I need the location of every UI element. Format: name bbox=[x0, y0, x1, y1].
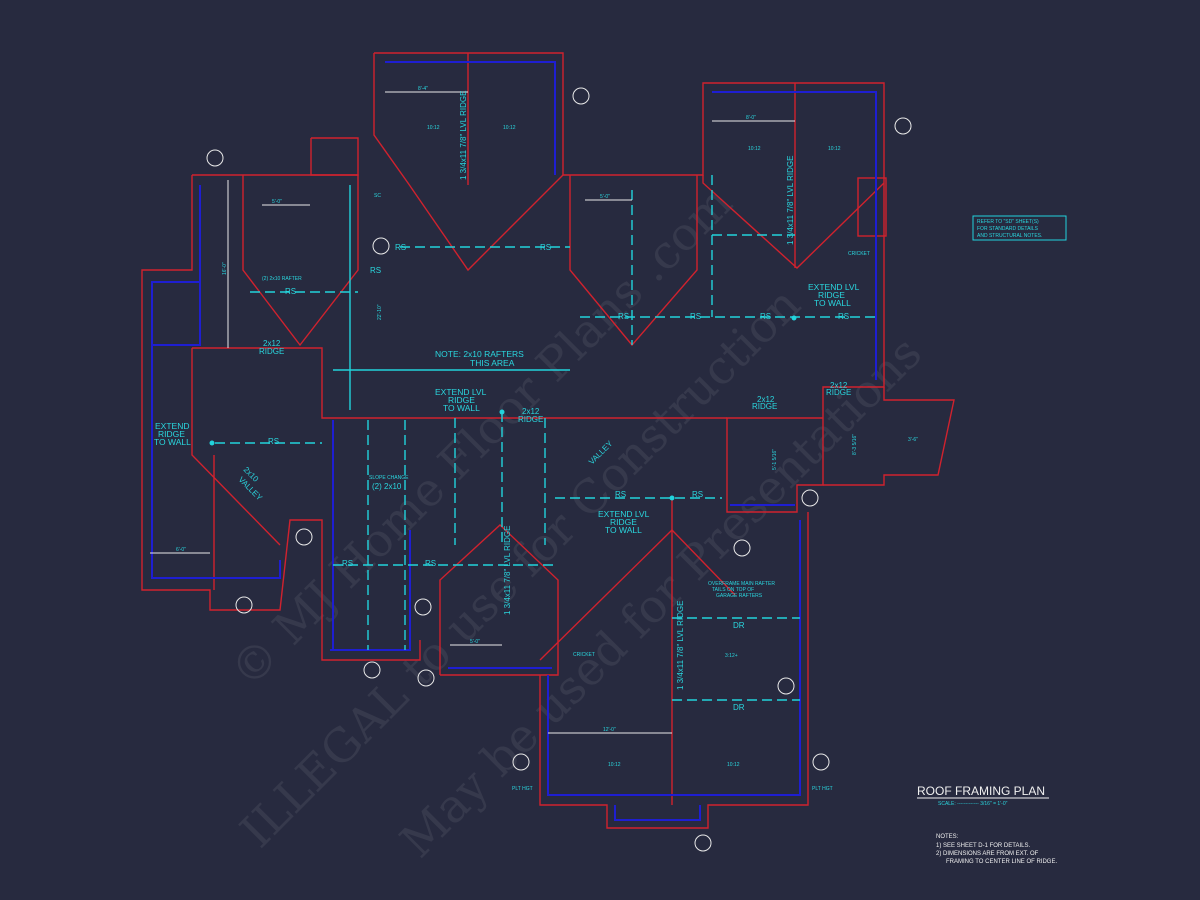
svg-text:RS: RS bbox=[540, 243, 551, 252]
svg-text:RS: RS bbox=[285, 287, 296, 296]
svg-text:CRICKET: CRICKET bbox=[848, 251, 870, 257]
svg-text:REFER TO "SD" SHEET(S): REFER TO "SD" SHEET(S) bbox=[977, 219, 1039, 225]
svg-text:2) DIMENSIONS ARE FROM EXT. OF: 2) DIMENSIONS ARE FROM EXT. OF bbox=[936, 851, 1039, 857]
svg-text:RS: RS bbox=[760, 312, 771, 321]
svg-text:10:12: 10:12 bbox=[828, 146, 841, 152]
svg-text:RS: RS bbox=[692, 490, 703, 499]
svg-text:8'-4": 8'-4" bbox=[418, 86, 428, 92]
svg-text:10:12: 10:12 bbox=[727, 762, 740, 768]
svg-text:RS: RS bbox=[395, 243, 406, 252]
svg-text:RIDGE: RIDGE bbox=[818, 290, 845, 300]
svg-text:22'-10": 22'-10" bbox=[377, 304, 383, 320]
svg-text:10:12: 10:12 bbox=[427, 125, 440, 131]
svg-text:RIDGE: RIDGE bbox=[826, 388, 851, 397]
svg-text:16'-0": 16'-0" bbox=[222, 262, 228, 275]
svg-text:EXTEND LVL: EXTEND LVL bbox=[435, 387, 487, 397]
svg-text:RIDGE: RIDGE bbox=[752, 402, 777, 411]
svg-text:8'-0": 8'-0" bbox=[746, 115, 756, 121]
svg-text:SC: SC bbox=[374, 193, 381, 199]
svg-text:SLOPE CHANGE: SLOPE CHANGE bbox=[369, 475, 409, 481]
svg-text:1 3/4x11 7/8" LVL RIDGE: 1 3/4x11 7/8" LVL RIDGE bbox=[503, 526, 512, 615]
svg-text:2x12: 2x12 bbox=[757, 395, 775, 404]
svg-text:RS: RS bbox=[615, 490, 626, 499]
drawing-scale: SCALE: ------------- 3/16" = 1'-0" bbox=[938, 801, 1008, 807]
svg-text:10:12: 10:12 bbox=[503, 125, 516, 131]
framing-labels: NOTE: 2x10 RAFTERS THIS AREA EXTEND LVL … bbox=[154, 86, 918, 792]
svg-text:2x12: 2x12 bbox=[830, 381, 848, 390]
notes-heading: NOTES: bbox=[936, 834, 959, 840]
svg-text:RS: RS bbox=[268, 437, 279, 446]
svg-text:AND STRUCTURAL NOTES.: AND STRUCTURAL NOTES. bbox=[977, 233, 1042, 239]
svg-text:RIDGE: RIDGE bbox=[518, 415, 543, 424]
svg-text:RIDGE: RIDGE bbox=[610, 517, 637, 527]
svg-text:TO WALL: TO WALL bbox=[605, 525, 642, 535]
svg-text:(2) 2x10: (2) 2x10 bbox=[372, 482, 402, 491]
svg-text:RIDGE: RIDGE bbox=[448, 395, 475, 405]
svg-text:PLT HGT: PLT HGT bbox=[512, 786, 533, 792]
drawing-title: ROOF FRAMING PLAN bbox=[917, 784, 1045, 798]
svg-text:RS: RS bbox=[342, 559, 353, 568]
svg-text:RS: RS bbox=[370, 266, 381, 275]
svg-text:2x12: 2x12 bbox=[522, 407, 540, 416]
svg-text:RIDGE: RIDGE bbox=[158, 429, 185, 439]
svg-text:1 3/4x11 7/8" LVL RIDGE: 1 3/4x11 7/8" LVL RIDGE bbox=[786, 156, 795, 245]
svg-text:6'-0": 6'-0" bbox=[176, 547, 186, 553]
svg-text:TO WALL: TO WALL bbox=[154, 437, 191, 447]
svg-text:DR: DR bbox=[733, 621, 745, 630]
svg-text:THIS AREA: THIS AREA bbox=[470, 358, 515, 368]
svg-text:EXTEND LVL: EXTEND LVL bbox=[598, 509, 650, 519]
svg-text:3'-6": 3'-6" bbox=[908, 437, 918, 443]
svg-text:TO WALL: TO WALL bbox=[443, 403, 480, 413]
note-rafters: NOTE: 2x10 RAFTERS bbox=[435, 349, 524, 359]
svg-text:2x12: 2x12 bbox=[263, 339, 281, 348]
svg-text:EXTEND: EXTEND bbox=[155, 421, 189, 431]
watermark: © MJ Home Floor Plans .com ILLEGAL to us… bbox=[220, 175, 932, 868]
svg-text:OVERFRAME MAIN RAFTER: OVERFRAME MAIN RAFTER bbox=[708, 581, 775, 587]
svg-text:RS: RS bbox=[618, 312, 629, 321]
svg-text:FOR STANDARD DETAILS: FOR STANDARD DETAILS bbox=[977, 226, 1039, 232]
framing-lines bbox=[150, 91, 876, 734]
svg-text:5'-0": 5'-0" bbox=[470, 639, 480, 645]
svg-text:EXTEND LVL: EXTEND LVL bbox=[808, 282, 860, 292]
svg-text:10:12: 10:12 bbox=[748, 146, 761, 152]
svg-text:(2) 2x10 RAFTER: (2) 2x10 RAFTER bbox=[262, 276, 302, 282]
svg-text:PLT HGT: PLT HGT bbox=[812, 786, 833, 792]
svg-text:3:12+: 3:12+ bbox=[725, 653, 738, 659]
svg-text:1) SEE SHEET D-1 FOR DETAILS.: 1) SEE SHEET D-1 FOR DETAILS. bbox=[936, 843, 1030, 849]
svg-text:RS: RS bbox=[425, 559, 436, 568]
svg-text:RS: RS bbox=[690, 312, 701, 321]
svg-text:TO WALL: TO WALL bbox=[814, 298, 851, 308]
svg-text:1 3/4x11 7/8" LVL RIDGE: 1 3/4x11 7/8" LVL RIDGE bbox=[459, 91, 468, 180]
svg-text:GARAGE RAFTERS: GARAGE RAFTERS bbox=[716, 593, 763, 599]
svg-text:10:12: 10:12 bbox=[608, 762, 621, 768]
svg-text:DR: DR bbox=[733, 703, 745, 712]
svg-text:RIDGE: RIDGE bbox=[259, 347, 284, 356]
svg-text:TAILS ON TOP OF: TAILS ON TOP OF bbox=[712, 587, 754, 593]
svg-text:5'-0": 5'-0" bbox=[272, 199, 282, 205]
svg-text:1 3/4x11 7/8" LVL RIDGE: 1 3/4x11 7/8" LVL RIDGE bbox=[676, 601, 685, 690]
wall-lines bbox=[151, 61, 877, 821]
section-markers bbox=[206, 87, 912, 852]
refer-note-box: REFER TO "SD" SHEET(S) FOR STANDARD DETA… bbox=[972, 215, 1067, 241]
svg-text:5'-0": 5'-0" bbox=[600, 194, 610, 200]
svg-text:8'-3 5/16": 8'-3 5/16" bbox=[852, 434, 858, 455]
svg-text:RS: RS bbox=[838, 312, 849, 321]
svg-text:FRAMING TO CENTER LINE OF RIDG: FRAMING TO CENTER LINE OF RIDGE. bbox=[946, 859, 1057, 865]
title-block: ROOF FRAMING PLAN SCALE: ------------- 3… bbox=[917, 784, 1057, 865]
svg-text:CRICKET: CRICKET bbox=[573, 652, 595, 658]
svg-text:5'-1 5/16": 5'-1 5/16" bbox=[772, 449, 778, 470]
svg-text:12'-0": 12'-0" bbox=[603, 727, 616, 733]
